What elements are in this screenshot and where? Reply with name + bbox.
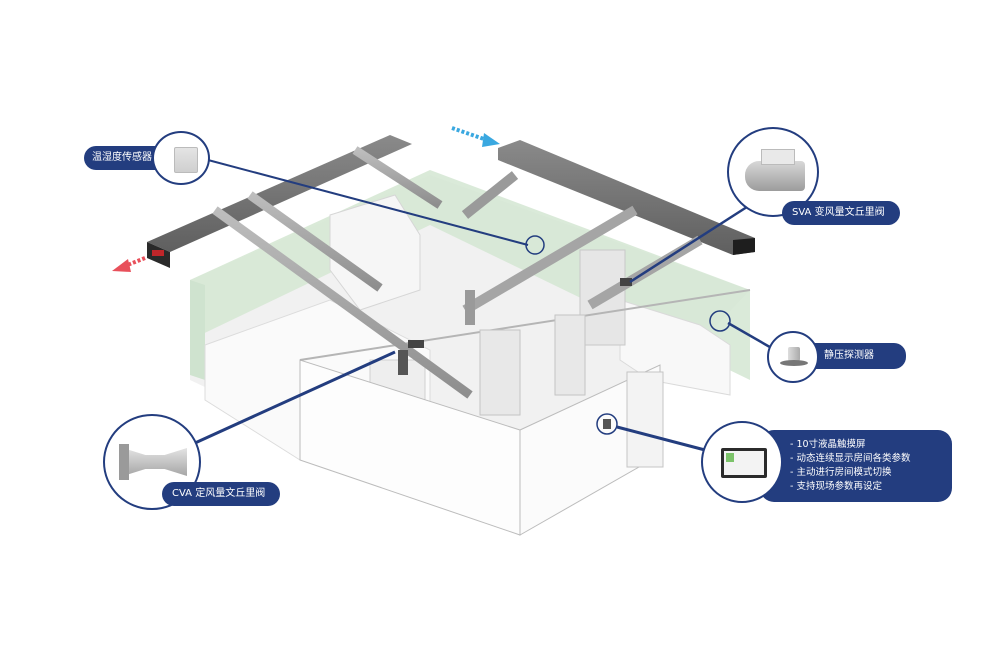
feature-item: 支持现场参数再设定 xyxy=(790,480,910,494)
feature-item: 10寸液晶触摸屏 xyxy=(790,438,910,452)
exhaust-branch-2 xyxy=(247,191,383,292)
leader-cva xyxy=(194,350,396,445)
valve-flange xyxy=(119,444,129,480)
feature-item: 主动进行房间模式切换 xyxy=(790,466,910,480)
touch-panel-features: 10寸液晶触摸屏 动态连续显示房间各类参数 主动进行房间模式切换 支持现场参数再… xyxy=(790,438,910,494)
wall-sensor-icon xyxy=(174,147,198,173)
fume-hood xyxy=(329,194,421,311)
door-3 xyxy=(626,371,664,468)
marker-temp-sensor xyxy=(525,235,545,255)
valve-cva-marker xyxy=(408,340,424,348)
probe-base xyxy=(780,360,808,366)
wall-touch-panel xyxy=(603,419,611,429)
sva-valve-text: SVA 变风量文丘里阀 xyxy=(792,207,885,218)
door-1 xyxy=(479,329,521,416)
venturi-valve-icon xyxy=(123,448,187,476)
pressure-probe-icon xyxy=(788,347,800,361)
touch-panel-label: 10寸液晶触摸屏 动态连续显示房间各类参数 主动进行房间模式切换 支持现场参数再… xyxy=(760,430,952,502)
exhaust-air-arrow xyxy=(112,256,146,272)
touch-panel-bubble xyxy=(701,421,783,503)
left-wall xyxy=(190,280,205,380)
supply-main-duct xyxy=(498,140,755,255)
touchscreen-panel-icon xyxy=(721,448,767,478)
sva-valve-label: SVA 变风量文丘里阀 xyxy=(782,201,900,225)
marker-static-probe xyxy=(709,310,731,332)
valve-sva-marker xyxy=(620,278,632,286)
fume-hood-valve xyxy=(398,350,408,375)
cva-valve-label: CVA 定风量文丘里阀 xyxy=(162,482,280,506)
valve-actuator xyxy=(761,149,795,165)
supply-branch-2 xyxy=(462,205,638,315)
leader-touch-panel xyxy=(616,425,706,452)
supply-branch-1 xyxy=(461,171,519,219)
exhaust-duct-mouth xyxy=(152,250,164,256)
exhaust-branch-3 xyxy=(352,146,443,209)
panel-screen-tile xyxy=(726,453,734,462)
partition-right xyxy=(519,364,661,536)
leader-static-probe xyxy=(727,321,776,352)
leader-sva xyxy=(629,203,751,284)
static-pressure-probe-text: 静压探测器 xyxy=(824,350,874,361)
marker-touch-panel xyxy=(596,413,618,435)
cva-valve-text: CVA 定风量文丘里阀 xyxy=(172,488,266,499)
panel-screen xyxy=(724,451,764,475)
temp-humidity-sensor-text: 温湿度传感器 xyxy=(92,152,152,163)
supply-air-arrow xyxy=(451,126,500,147)
supply-duct-face xyxy=(733,238,755,255)
leader-temp-sensor xyxy=(207,159,529,246)
door-2 xyxy=(554,314,586,396)
exhaust-branch-1 xyxy=(212,206,473,399)
partition-rail xyxy=(299,289,751,361)
exhaust-main-duct xyxy=(147,135,412,252)
static-pressure-probe-bubble xyxy=(767,331,819,383)
temp-humidity-sensor-bubble xyxy=(152,131,210,185)
venturi-valve-icon xyxy=(745,161,805,191)
feature-item: 动态连续显示房间各类参数 xyxy=(790,452,910,466)
